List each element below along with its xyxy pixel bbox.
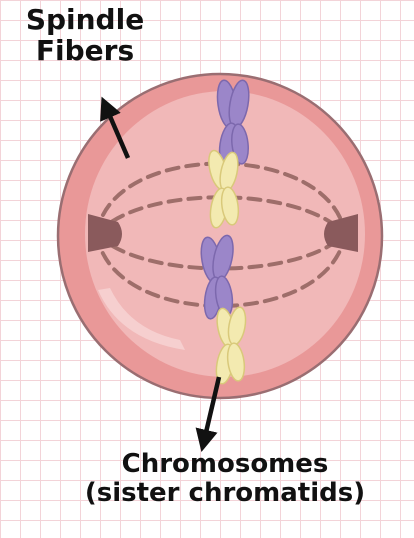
chromosomes-label-line1: Chromosomes xyxy=(121,449,329,479)
chromosomes-label-line2: (sister chromatids) xyxy=(84,478,366,509)
arrow-spindle-fibers xyxy=(100,96,131,159)
chromosome-bottom-purple xyxy=(200,234,234,320)
cell-highlight xyxy=(98,288,185,350)
arrow-chromosomes xyxy=(195,376,222,452)
spindle-fibers-label: Spindle Fibers xyxy=(10,4,160,67)
cell-cytoplasm xyxy=(85,91,365,377)
spindle-fibers-label-line2: Fibers xyxy=(35,34,135,68)
spindle-fiber xyxy=(95,232,347,308)
centrosome-left xyxy=(88,214,122,252)
chromosome-bottom-yellow xyxy=(215,306,247,385)
spindle-fiber xyxy=(95,161,347,236)
spindle-fibers-label-line1: Spindle xyxy=(25,3,145,36)
chromosomes-label: Chromosomes (sister chromatids) xyxy=(60,449,390,509)
chromosome-top-yellow xyxy=(208,149,240,229)
centrosome-right xyxy=(324,214,358,252)
